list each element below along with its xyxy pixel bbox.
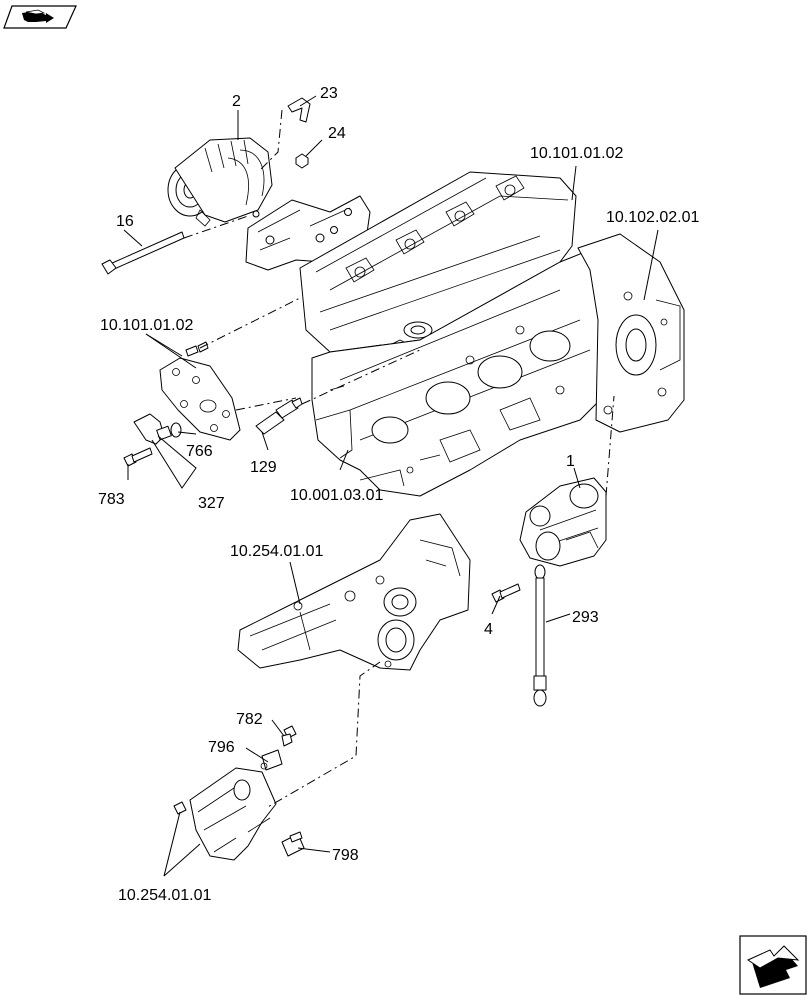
callout-327: 327 [198,495,225,512]
cylinder-head [299,171,577,353]
callout-2: 2 [232,93,241,110]
o-ring [170,422,182,438]
crank-sensor [133,413,172,445]
water-outlet [189,767,277,861]
callout-engine-block: 10.001.03.01 [290,487,384,504]
callout-23: 23 [320,85,338,102]
callout-16: 16 [116,213,134,230]
long-bolt [101,231,185,275]
nut-part [295,153,309,169]
outlet-bolt [281,725,297,747]
callout-1: 1 [566,453,575,470]
callout-manifold: 10.254.01.01 [230,543,324,560]
callout-293: 293 [572,609,599,626]
callout-766: 766 [186,443,213,460]
back-arrow-icon[interactable] [3,5,77,29]
temp-sensor [255,397,303,435]
callout-782: 782 [236,711,263,728]
temp-switch [281,831,305,857]
flywheel-housing [577,233,685,433]
callout-cylinder-head-top: 10.101.01.02 [530,145,624,162]
callout-129: 129 [250,459,277,476]
ground-cable [533,564,547,707]
next-page-icon[interactable] [739,935,807,995]
starter-bolt [491,583,521,603]
callout-783: 783 [98,491,125,508]
starter-motor [519,477,607,567]
callout-4: 4 [484,621,493,638]
manifold [237,513,471,671]
callout-flywheel-housing: 10.102.02.01 [606,209,700,226]
sensor-bolt [123,447,153,467]
callout-798: 798 [332,847,359,864]
callout-796: 796 [208,739,235,756]
cover-plate [159,357,241,441]
callout-water-outlet: 10.254.01.01 [118,887,212,904]
alternator [167,137,273,227]
clip-part [287,97,311,123]
callout-cylinder-head-left: 10.101.01.02 [100,317,194,334]
callout-24: 24 [328,125,346,142]
leader-lines [123,95,659,877]
temp-sender [260,749,283,771]
